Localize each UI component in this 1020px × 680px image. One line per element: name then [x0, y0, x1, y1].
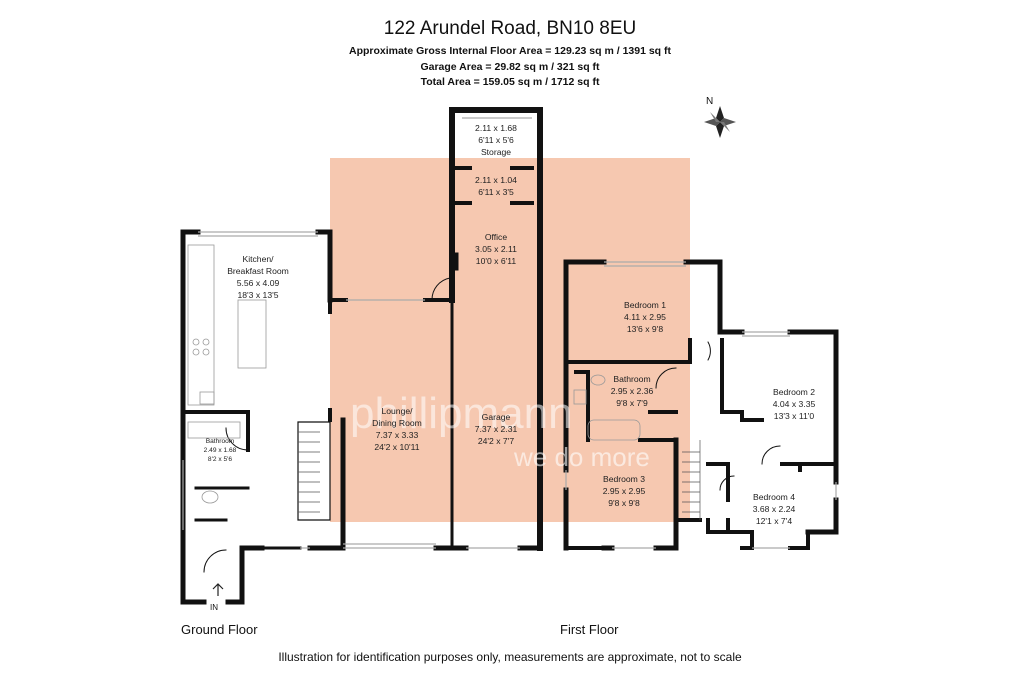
- svg-text:9'8 x 7'9: 9'8 x 7'9: [616, 398, 648, 408]
- svg-text:Bedroom 2: Bedroom 2: [773, 387, 815, 397]
- svg-text:Bathroom: Bathroom: [613, 374, 650, 384]
- svg-text:7.37 x 3.33: 7.37 x 3.33: [376, 430, 419, 440]
- room-bedroom-1: Bedroom 1 4.11 x 2.95 13'6 x 9'8: [624, 300, 666, 334]
- ground-floor-plan: [180, 107, 543, 605]
- svg-text:12'1 x 7'4: 12'1 x 7'4: [756, 516, 792, 526]
- svg-text:2.11 x 1.68: 2.11 x 1.68: [475, 123, 517, 133]
- svg-text:2.11 x 1.04: 2.11 x 1.04: [475, 175, 517, 185]
- room-kitchen: Kitchen/ Breakfast Room 5.56 x 4.09 18'3…: [227, 254, 289, 300]
- room-bedroom-3: Bedroom 3 2.95 x 2.95 9'8 x 9'8: [603, 474, 646, 508]
- room-lounge: Lounge/ Dining Room 7.37 x 3.33 24'2 x 1…: [372, 406, 422, 452]
- svg-text:10'0 x 6'11: 10'0 x 6'11: [476, 256, 517, 266]
- svg-text:Breakfast Room: Breakfast Room: [227, 266, 289, 276]
- room-garage: Garage 7.37 x 2.31 24'2 x 7'7: [475, 412, 518, 446]
- room-store: 2.11 x 1.04 6'11 x 3'5: [475, 175, 517, 197]
- svg-text:2.49 x 1.68: 2.49 x 1.68: [204, 447, 237, 454]
- entrance-arrow-icon: [212, 583, 224, 596]
- first-floor-label: First Floor: [560, 622, 619, 637]
- watermark-brand: phillipmann: [350, 389, 573, 438]
- svg-text:24'2 x 7'7: 24'2 x 7'7: [478, 436, 514, 446]
- ground-windows: [182, 117, 532, 549]
- svg-text:Bathroom: Bathroom: [206, 438, 235, 445]
- first-bath-fittings: [573, 374, 641, 441]
- kitchen-fittings: [187, 244, 267, 504]
- svg-text:4.04 x 3.35: 4.04 x 3.35: [773, 399, 816, 409]
- svg-text:6'11 x 5'6: 6'11 x 5'6: [478, 135, 514, 145]
- svg-text:6'11 x 3'5: 6'11 x 3'5: [478, 187, 514, 197]
- svg-text:18'3 x 13'5: 18'3 x 13'5: [237, 290, 278, 300]
- svg-text:13'3 x 11'0: 13'3 x 11'0: [774, 411, 815, 421]
- svg-text:Dining Room: Dining Room: [372, 418, 422, 428]
- svg-text:Bedroom 4: Bedroom 4: [753, 492, 795, 502]
- svg-text:8'2 x 5'6: 8'2 x 5'6: [208, 456, 232, 463]
- svg-text:Kitchen/: Kitchen/: [242, 254, 274, 264]
- svg-text:3.68 x 2.24: 3.68 x 2.24: [753, 504, 796, 514]
- svg-text:2.95 x 2.95: 2.95 x 2.95: [603, 486, 646, 496]
- watermark-tagline: we do more: [513, 442, 650, 472]
- room-storage: 2.11 x 1.68 6'11 x 5'6 Storage: [475, 123, 517, 157]
- room-bedroom-4: Bedroom 4 3.68 x 2.24 12'1 x 7'4: [753, 492, 796, 526]
- room-bathroom-ground: Bathroom 2.49 x 1.68 8'2 x 5'6: [204, 438, 237, 463]
- first-stairs: [682, 440, 701, 520]
- svg-text:4.11 x 2.95: 4.11 x 2.95: [624, 312, 666, 322]
- svg-text:2.95 x 2.36: 2.95 x 2.36: [611, 386, 654, 396]
- svg-text:Bedroom 1: Bedroom 1: [624, 300, 666, 310]
- svg-text:13'6 x 9'8: 13'6 x 9'8: [627, 324, 663, 334]
- total-area-text: Total Area = 159.05 sq m / 1712 sq ft: [420, 76, 600, 88]
- svg-text:Lounge/: Lounge/: [381, 406, 413, 416]
- garage-area-text: Garage Area = 29.82 sq m / 321 sq ft: [420, 61, 600, 73]
- plan-title: 122 Arundel Road, BN10 8EU: [383, 18, 637, 39]
- compass-rose-icon: [704, 106, 736, 138]
- svg-text:Office: Office: [485, 232, 508, 242]
- ground-stairs: [298, 431, 320, 513]
- svg-text:24'2 x 10'11: 24'2 x 10'11: [374, 442, 419, 452]
- svg-text:Garage: Garage: [482, 412, 511, 422]
- disclaimer-text: Illustration for identification purposes…: [278, 650, 742, 664]
- svg-text:Bedroom 3: Bedroom 3: [603, 474, 645, 484]
- room-bathroom-first: Bathroom 2.95 x 2.36 9'8 x 7'9: [611, 374, 654, 408]
- gross-area-text: Approximate Gross Internal Floor Area = …: [348, 45, 672, 57]
- first-floor-plan: [563, 259, 839, 551]
- garage-highlight: [330, 158, 690, 522]
- first-windows: [565, 261, 837, 549]
- svg-text:7.37 x 2.31: 7.37 x 2.31: [475, 424, 518, 434]
- svg-text:5.56 x 4.09: 5.56 x 4.09: [237, 278, 280, 288]
- entrance-label: IN: [210, 603, 218, 612]
- room-office: Office 3.05 x 2.11 10'0 x 6'11: [475, 232, 517, 266]
- svg-text:3.05 x 2.11: 3.05 x 2.11: [475, 244, 517, 254]
- svg-text:Storage: Storage: [481, 147, 511, 157]
- compass-north-label: N: [706, 96, 713, 107]
- svg-text:9'8 x 9'8: 9'8 x 9'8: [608, 498, 640, 508]
- ground-floor-label: Ground Floor: [181, 622, 258, 637]
- room-bedroom-2: Bedroom 2 4.04 x 3.35 13'3 x 11'0: [773, 387, 816, 421]
